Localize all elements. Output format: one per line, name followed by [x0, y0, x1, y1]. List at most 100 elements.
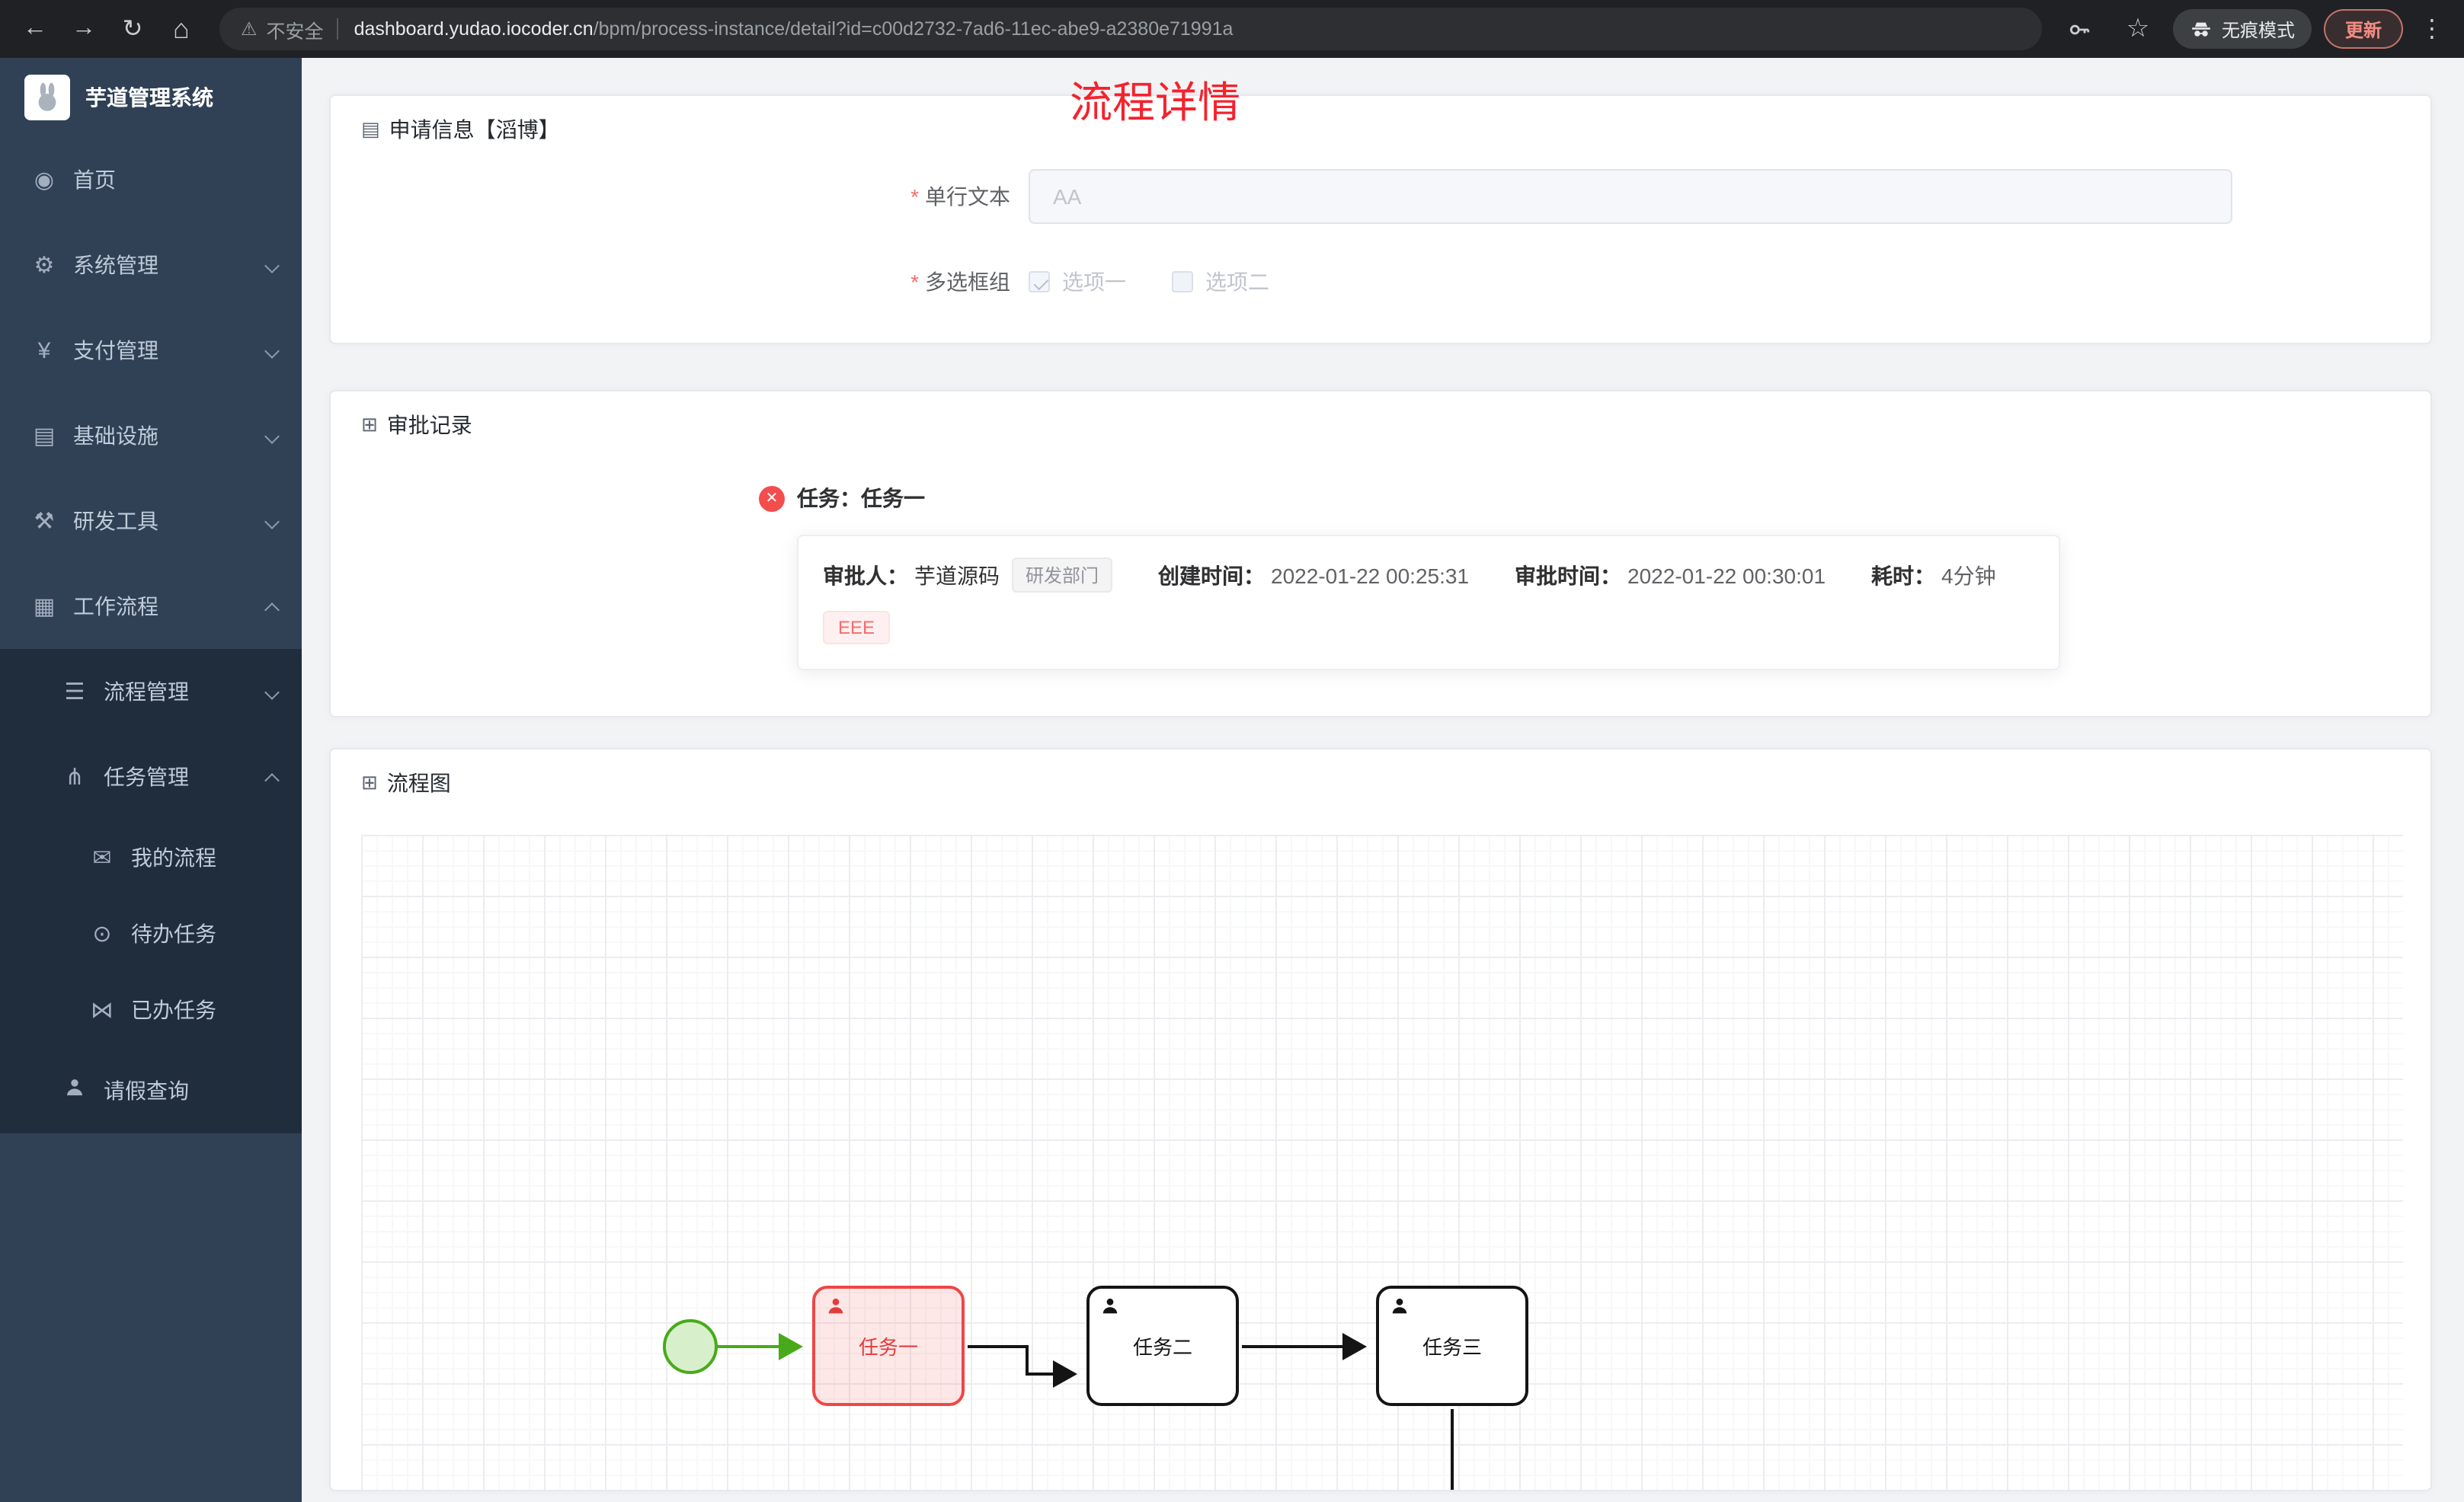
diagram-card-title: 流程图 [386, 771, 451, 795]
workflow-icon: ▦ [33, 594, 56, 620]
done-tasks-icon: ⋈ [91, 998, 114, 1024]
browser-menu-button[interactable]: ⋮ [2420, 17, 2444, 43]
app-title: 芋道管理系统 [85, 85, 213, 110]
sidebar-item-label: 流程管理 [104, 679, 189, 704]
main-content: 流程详情 ▤ 申请信息【滔博】 *单行文本 [302, 58, 2464, 1502]
sidebar-item-label: 首页 [73, 168, 116, 192]
sidebar-item-label: 请假查询 [104, 1079, 189, 1103]
sidebar: 芋道管理系统 ◉ 首页 ⚙ 系统管理 ¥ 支付管理 ▤ 基础设施 [0, 58, 302, 1502]
window-body: 芋道管理系统 ◉ 首页 ⚙ 系统管理 ¥ 支付管理 ▤ 基础设施 [0, 58, 2464, 1502]
user-task-icon [1392, 1298, 1407, 1314]
approval-records-card: ⊞ 审批记录 ✕ 任务：任务一 审批人： 芋道源码 [329, 390, 2432, 717]
sidebar-item-home[interactable]: ◉ 首页 [0, 137, 302, 222]
chevron-down-icon [264, 257, 280, 273]
forward-button[interactable]: → [72, 15, 96, 41]
rejected-status-icon: ✕ [759, 485, 785, 511]
sidebar-item-label: 系统管理 [73, 253, 158, 277]
sidebar-item-label: 待办任务 [131, 922, 216, 946]
yen-icon: ¥ [37, 337, 51, 363]
task-node-3[interactable]: 任务三 [1376, 1286, 1528, 1406]
apply-info-card: ▤ 申请信息【滔博】 *单行文本 *多选框组 [329, 94, 2432, 344]
sidebar-item-workflow[interactable]: ▦ 工作流程 [0, 564, 302, 649]
message-icon: ✉ [92, 845, 112, 871]
task-node-label: 任务一 [858, 1336, 918, 1359]
checkbox-group-label: *多选框组 [361, 267, 1016, 297]
process-diagram-card: ⊞ 流程图 [329, 748, 2432, 1491]
chevron-down-icon [264, 428, 280, 443]
sidebar-item-payment-mgmt[interactable]: ¥ 支付管理 [0, 308, 302, 393]
records-body: ✕ 任务：任务一 审批人： 芋道源码 研发部门 [331, 452, 2430, 716]
sidebar-item-leave-query[interactable]: 请假查询 [0, 1048, 302, 1133]
created-time: 2022-01-22 00:25:31 [1271, 563, 1470, 587]
toolbar-right-cluster: ☆ 无痕模式 更新 ⋮ [2057, 6, 2449, 52]
incognito-label: 无痕模式 [2221, 19, 2295, 40]
chart-icon: ⊞ [361, 413, 378, 436]
gear-icon: ⚙ [34, 253, 55, 279]
approved-label: 审批时间： [1515, 563, 1622, 587]
back-button[interactable]: ← [23, 15, 47, 41]
chevron-down-icon [264, 684, 280, 699]
duration-group: 耗时： 4分钟 [1871, 560, 1996, 590]
checkbox-unchecked-icon [1172, 271, 1193, 292]
chart-icon: ⊞ [361, 771, 378, 794]
page-title: 流程详情 [1069, 79, 1241, 126]
not-secure-warning-icon: ⚠ [241, 18, 258, 40]
checkbox-checked-icon [1029, 271, 1050, 292]
approval-detail-line: 审批人： 芋道源码 研发部门 创建时间： 2022-01-22 00:25:31… [823, 558, 2034, 593]
bookmark-button[interactable]: ☆ [2126, 14, 2150, 43]
chevron-up-icon [264, 602, 280, 617]
user-icon [61, 1077, 88, 1104]
not-secure-label: 不安全 [266, 21, 324, 42]
dept-tag: 研发部门 [1012, 558, 1113, 593]
start-event-node[interactable] [663, 1319, 718, 1374]
address-bar[interactable]: ⚠ 不安全 dashboard.yudao.iocoder.cn /bpm/pr… [219, 8, 2042, 50]
field-control: 选项一 选项二 [1029, 267, 1269, 297]
sidebar-item-todo-tasks[interactable]: ⊙ 待办任务 [0, 896, 302, 972]
dashboard-icon: ◉ [34, 168, 55, 193]
bpmn-canvas[interactable]: 任务一 任务二 任务三 [361, 835, 2403, 1490]
form-row-checkbox-group: *多选框组 选项一 选项二 [361, 267, 2400, 297]
checkbox-option-1-label: 选项一 [1062, 270, 1126, 294]
update-button[interactable]: 更新 [2323, 9, 2403, 49]
sidebar-item-dev-tools[interactable]: ⚒ 研发工具 [0, 478, 302, 564]
url-path: /bpm/process-instance/detail?id=c00d2732… [593, 18, 1234, 40]
sidebar-item-label: 已办任务 [131, 998, 216, 1022]
sidebar-item-task-mgmt[interactable]: ⋔ 任务管理 [0, 734, 302, 820]
url-domain: dashboard.yudao.iocoder.cn [354, 18, 594, 40]
required-asterisk: * [910, 184, 919, 209]
duration-value: 4分钟 [1941, 563, 1996, 587]
diagram-card-header: ⊞ 流程图 [331, 749, 2430, 810]
password-manager-button[interactable] [2057, 6, 2103, 52]
task-node-label: 任务三 [1422, 1336, 1482, 1359]
sidebar-item-done-tasks[interactable]: ⋈ 已办任务 [0, 972, 302, 1048]
sidebar-item-my-process[interactable]: ✉ 我的流程 [0, 820, 302, 896]
approved-time: 2022-01-22 00:30:01 [1627, 563, 1826, 587]
created-group: 创建时间： 2022-01-22 00:25:31 [1158, 560, 1469, 590]
document-icon: ▤ [361, 117, 380, 140]
timeline-entry: ✕ 任务：任务一 [759, 483, 2400, 513]
sidebar-item-process-mgmt[interactable]: ☰ 流程管理 [0, 649, 302, 734]
task-node-1[interactable]: 任务一 [812, 1286, 965, 1406]
sidebar-item-system-mgmt[interactable]: ⚙ 系统管理 [0, 222, 302, 308]
task-node-2[interactable]: 任务二 [1086, 1286, 1239, 1406]
home-button[interactable]: ⌂ [173, 13, 190, 43]
chevron-up-icon [264, 772, 280, 788]
approver-group: 审批人： 芋道源码 研发部门 [823, 558, 1113, 593]
incognito-icon [2192, 21, 2210, 36]
field-label-text: 多选框组 [925, 270, 1010, 294]
task-node-label: 任务二 [1132, 1336, 1192, 1359]
user-task-icon [828, 1298, 843, 1314]
sidebar-item-label: 研发工具 [73, 509, 158, 533]
reload-button[interactable]: ↻ [122, 17, 143, 43]
browser-toolbar: ← → ↻ ⌂ ⚠ 不安全 dashboard.yudao.iocoder.cn… [0, 0, 2464, 58]
field-label-text: 单行文本 [925, 184, 1010, 209]
list-icon: ☰ [64, 679, 85, 705]
sidebar-item-infrastructure[interactable]: ▤ 基础设施 [0, 393, 302, 478]
chevron-down-icon [264, 343, 280, 358]
app-logo[interactable]: 芋道管理系统 [0, 58, 302, 137]
apply-form: *单行文本 *多选框组 选项一 [331, 157, 2430, 343]
created-label: 创建时间： [1158, 563, 1266, 587]
required-asterisk: * [910, 270, 919, 294]
infrastructure-icon: ▤ [33, 423, 56, 449]
